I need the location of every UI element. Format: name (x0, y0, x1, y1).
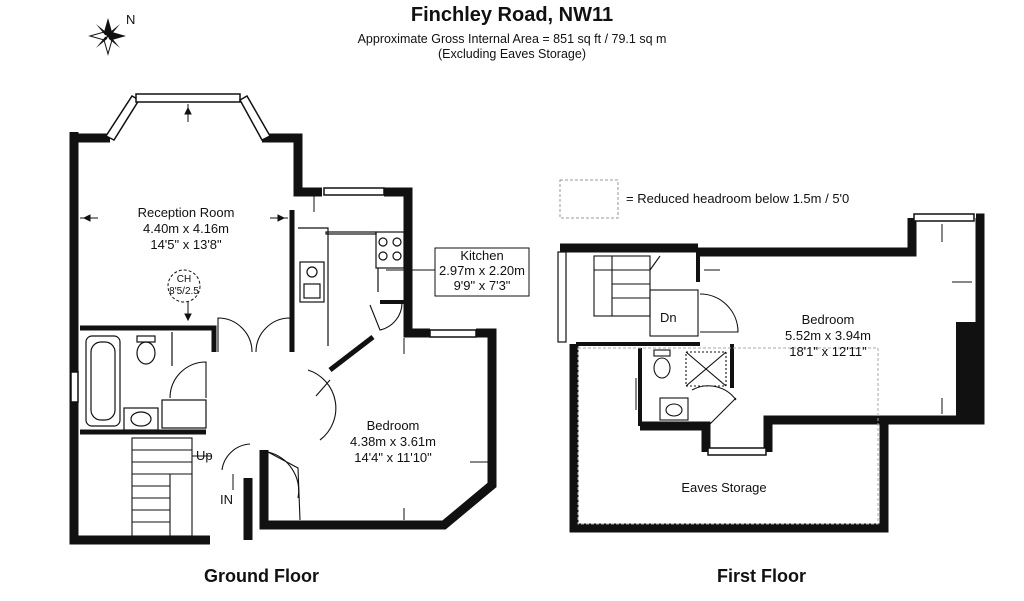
ch-size: 8'5/2.5 (169, 286, 199, 297)
ground-dimension-markers (80, 104, 488, 520)
ground-stairs-label: Up (196, 448, 213, 463)
eaves-window (707, 447, 767, 456)
reception-room-imperial: 14'5" x 13'8" (150, 237, 222, 252)
ground-bedroom-imperial: 14'4" x 11'10" (354, 450, 432, 465)
ground-floor-label: Ground Floor (204, 566, 319, 586)
first-bedroom-metric: 5.52m x 3.94m (785, 328, 871, 343)
bedroom-window (429, 329, 477, 338)
kitchen-label-box (434, 247, 530, 297)
ground-doors (169, 301, 403, 521)
kitchen-name: Kitchen (460, 248, 503, 263)
reduced-headroom-swatch (559, 179, 619, 219)
first-floor-walls (560, 213, 985, 533)
ch-label: CH (177, 274, 191, 285)
legend-text: = Reduced headroom below 1.5m / 5'0 (626, 191, 849, 206)
kitchen-imperial: 9'9" x 7'3" (454, 278, 511, 293)
kitchen-window (323, 187, 385, 196)
area-line: Approximate Gross Internal Area = 851 sq… (357, 32, 667, 46)
ground-stairs (131, 437, 212, 537)
first-bedroom-name: Bedroom (802, 312, 855, 327)
reception-room-metric: 4.40m x 4.16m (143, 221, 229, 236)
first-floor-fixtures (653, 293, 739, 425)
first-bedroom-imperial: 18'1" x 12'11" (789, 344, 867, 359)
ground-bedroom-metric: 4.38m x 3.61m (350, 434, 436, 449)
compass-north-label: N (126, 12, 135, 27)
kitchen-fixtures (298, 227, 405, 346)
entrance-label: IN (220, 492, 233, 507)
cylinder-cupboard-marker (167, 269, 201, 303)
first-bedroom-window (913, 213, 975, 222)
first-dimension-markers (635, 224, 972, 414)
bathroom-window (70, 371, 79, 403)
first-stair-window (557, 251, 567, 343)
kitchen-metric: 2.97m x 2.20m (439, 263, 525, 278)
reception-room-name: Reception Room (138, 205, 235, 220)
compass-icon (88, 18, 126, 56)
ground-bedroom-name: Bedroom (367, 418, 420, 433)
first-stairs-label: Dn (660, 310, 677, 325)
eaves-headroom-area (577, 347, 879, 525)
eaves-note: (Excluding Eaves Storage) (438, 47, 586, 61)
ground-floor-walls (69, 132, 497, 545)
first-stairs (593, 255, 699, 337)
reception-bay-window (104, 93, 272, 141)
bathroom-fixtures (85, 332, 207, 431)
eaves-storage-label: Eaves Storage (681, 480, 766, 495)
plan-title: Finchley Road, NW11 (410, 4, 614, 26)
first-floor-label: First Floor (717, 566, 806, 586)
